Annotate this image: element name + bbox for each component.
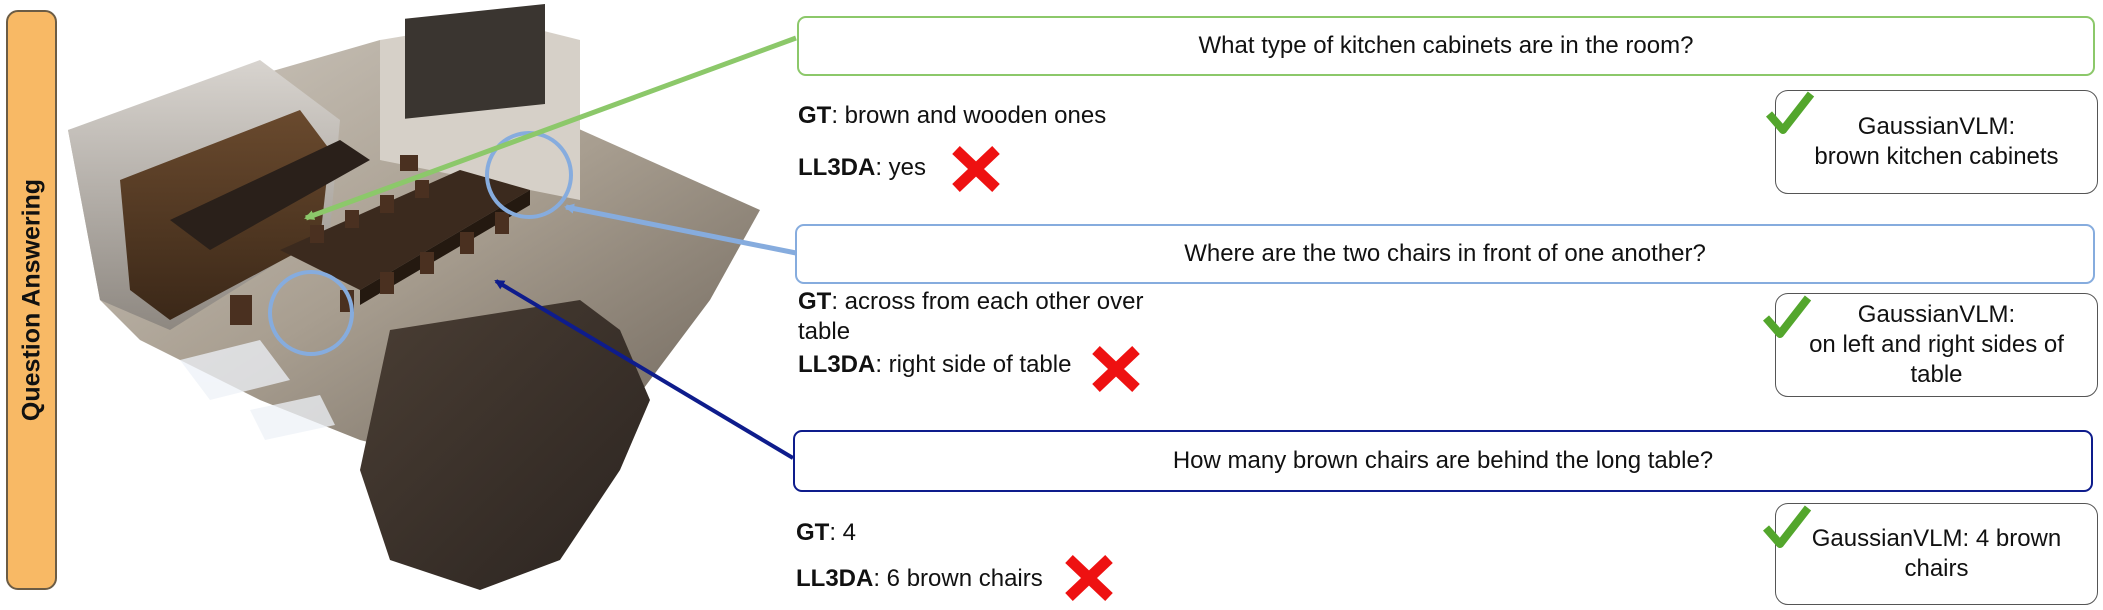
question-box-2: Where are the two chairs in front of one… bbox=[795, 224, 2095, 284]
gaussianvlm-answer-3: GaussianVLM: 4 brown chairs bbox=[1775, 503, 2098, 605]
gt-label: GT bbox=[796, 519, 830, 546]
question-text: How many brown chairs are behind the lon… bbox=[1172, 447, 1714, 474]
kitchen-point-cloud-image bbox=[68, 4, 760, 590]
green-check-icon bbox=[1765, 91, 1815, 134]
gt-answer-1: GT: brown and wooden ones bbox=[798, 101, 1106, 131]
red-cross-icon bbox=[952, 146, 1000, 192]
green-check-icon bbox=[1762, 295, 1812, 338]
question-text: Where are the two chairs in front of one… bbox=[1184, 240, 1706, 267]
rug-shape bbox=[360, 300, 650, 590]
gt-text: : brown and wooden ones bbox=[831, 102, 1107, 129]
gt-answer-3: GT: 4 bbox=[796, 518, 856, 548]
section-label-text: Question Answering bbox=[17, 178, 45, 422]
ll3da-answer-1: LL3DA: yes bbox=[798, 153, 926, 183]
ll3da-answer-3: LL3DA: 6 brown chairs bbox=[796, 564, 1043, 594]
gt-text: : 4 bbox=[829, 519, 857, 546]
ll3da-text: : 6 brown chairs bbox=[873, 565, 1043, 592]
sunlight-patches bbox=[180, 340, 335, 440]
ll3da-text: : right side of table bbox=[875, 351, 1072, 378]
gt-label: GT bbox=[798, 102, 832, 129]
gaussianvlm-answer-1: GaussianVLM: brown kitchen cabinets bbox=[1775, 90, 2098, 194]
ll3da-text: : yes bbox=[875, 154, 927, 181]
ll3da-answer-2: LL3DA: right side of table bbox=[798, 350, 1071, 380]
red-cross-icon bbox=[1092, 346, 1140, 392]
green-check-icon bbox=[1762, 505, 1812, 548]
gt-label: GT bbox=[798, 288, 832, 315]
question-text: What type of kitchen cabinets are in the… bbox=[1198, 32, 1694, 59]
ll3da-label: LL3DA bbox=[798, 351, 876, 378]
gt-text: : across from each other over table bbox=[798, 288, 1144, 345]
window-shape bbox=[405, 4, 545, 119]
section-label: Question Answering bbox=[6, 10, 57, 590]
question-box-3: How many brown chairs are behind the lon… bbox=[793, 430, 2093, 492]
question-box-1: What type of kitchen cabinets are in the… bbox=[797, 16, 2095, 76]
gaussianvlm-answer-2: GaussianVLM: on left and right sides of … bbox=[1775, 293, 2098, 397]
ll3da-label: LL3DA bbox=[796, 565, 874, 592]
ll3da-label: LL3DA bbox=[798, 154, 876, 181]
gt-answer-2: GT: across from each other over table bbox=[798, 287, 1188, 347]
red-cross-icon bbox=[1065, 555, 1113, 601]
